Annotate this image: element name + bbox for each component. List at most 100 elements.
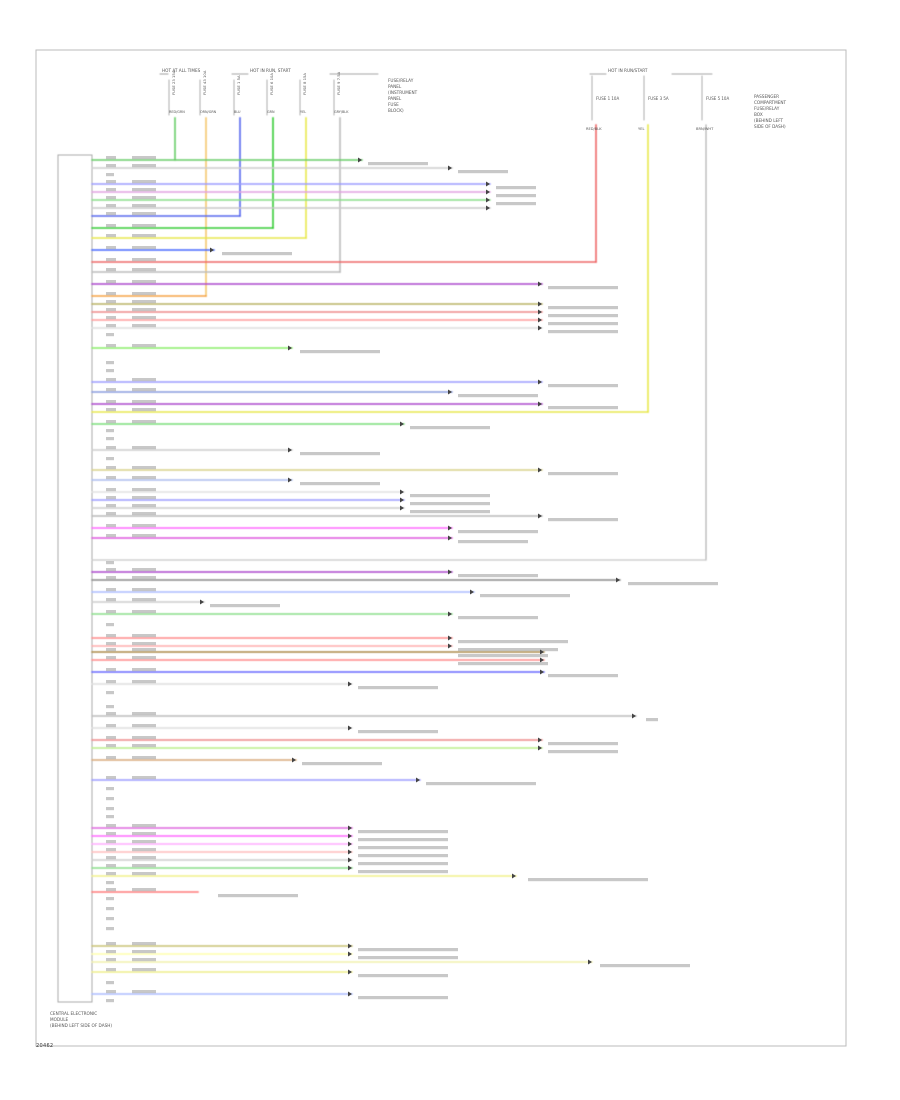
pdc-caption: BOX xyxy=(754,112,763,117)
pdc-caption: PASSENGER xyxy=(754,94,779,99)
pin-number xyxy=(106,180,116,184)
fuse-label: FUSE 8 15A xyxy=(302,73,307,95)
connector-arrow xyxy=(540,649,544,655)
pin-number xyxy=(106,308,116,312)
pin-wire-color xyxy=(132,246,156,250)
fuse-wire-color: YEL xyxy=(638,127,644,131)
system-reference xyxy=(222,252,292,256)
system-reference xyxy=(458,648,558,652)
pin-wire-color xyxy=(132,888,156,892)
system-reference xyxy=(458,394,538,398)
pin-wire-color xyxy=(132,234,156,238)
pin-number xyxy=(106,504,116,508)
pin-number xyxy=(106,408,116,412)
system-reference xyxy=(410,426,490,430)
system-reference xyxy=(358,948,458,952)
system-reference xyxy=(358,974,448,978)
pin-wire-color xyxy=(132,958,156,962)
header-hot-in-run-start-right: HOT IN RUN/START xyxy=(608,68,648,73)
pdc-caption: SIDE OF DASH) xyxy=(754,124,786,129)
fuse-label-right: FUSE 1 10A xyxy=(596,96,619,101)
fuse-wire-color: BRN/WHT xyxy=(696,127,714,131)
system-reference xyxy=(480,594,570,598)
pin-wire-color xyxy=(132,188,156,192)
connector-arrow xyxy=(486,189,490,195)
pin-number xyxy=(106,496,116,500)
pin-wire-color xyxy=(132,496,156,500)
empty-pin xyxy=(106,691,114,695)
system-reference xyxy=(496,202,536,206)
system-reference xyxy=(458,640,568,644)
pin-wire-color xyxy=(132,576,156,580)
fuse-label: FUSE 9 7.5A xyxy=(336,71,341,95)
connector-arrow xyxy=(448,611,452,617)
connector-arrow xyxy=(540,657,544,663)
pin-wire-color xyxy=(132,656,156,660)
pin-number xyxy=(106,400,116,404)
fuse-label: FUSE 23 15A xyxy=(171,70,176,95)
empty-pin xyxy=(106,369,114,373)
system-reference xyxy=(528,878,648,882)
system-reference xyxy=(458,654,548,658)
system-reference xyxy=(358,730,438,734)
fuse-block-caption: PANEL xyxy=(388,84,402,89)
empty-pin xyxy=(106,907,114,911)
connector-arrow xyxy=(348,857,352,863)
pin-number xyxy=(106,524,116,528)
pdc-caption: FUSE/RELAY xyxy=(754,106,780,111)
pin-wire-color xyxy=(132,512,156,516)
system-reference xyxy=(548,674,618,678)
pin-wire-color xyxy=(132,872,156,876)
system-reference xyxy=(646,718,658,722)
module-caption: MODULE xyxy=(50,1017,69,1022)
system-reference xyxy=(548,330,618,334)
connector-arrow xyxy=(538,401,542,407)
connector-arrow xyxy=(538,737,542,743)
pin-number xyxy=(106,942,116,946)
fuse-wire-color: GRY/BLK xyxy=(334,110,349,114)
empty-pin xyxy=(106,981,114,985)
pin-number xyxy=(106,344,116,348)
pin-number xyxy=(106,512,116,516)
empty-pin xyxy=(106,705,114,709)
system-reference xyxy=(210,604,280,608)
pin-wire-color xyxy=(132,856,156,860)
header-hot-at-all-times: HOT AT ALL TIMES xyxy=(162,68,201,73)
connector-arrow xyxy=(486,197,490,203)
empty-pin xyxy=(106,797,114,801)
system-reference xyxy=(548,306,618,310)
pin-wire-color xyxy=(132,488,156,492)
connector-arrow xyxy=(348,841,352,847)
connector-arrow xyxy=(540,669,544,675)
system-reference xyxy=(218,894,298,898)
system-reference xyxy=(358,830,448,834)
system-reference xyxy=(458,530,538,534)
pin-wire-color xyxy=(132,156,156,160)
connector-arrow xyxy=(448,635,452,641)
system-reference xyxy=(358,838,448,842)
fuse-block-caption: FUSE xyxy=(388,102,399,107)
pin-wire-color xyxy=(132,942,156,946)
pin-wire-color xyxy=(132,388,156,392)
connector-arrow xyxy=(486,205,490,211)
fuse-label-right: FUSE 5 10A xyxy=(706,96,729,101)
connector-arrow xyxy=(348,969,352,975)
system-reference xyxy=(496,186,536,190)
pin-number xyxy=(106,968,116,972)
connector-arrow xyxy=(448,389,452,395)
connector-arrow xyxy=(448,643,452,649)
empty-pin xyxy=(106,927,114,931)
connector-arrow xyxy=(538,325,542,331)
pin-number xyxy=(106,736,116,740)
pin-number xyxy=(106,476,116,480)
pin-number xyxy=(106,712,116,716)
pin-wire-color xyxy=(132,400,156,404)
fuse-wire-color: RED/GRN xyxy=(169,110,185,114)
system-reference xyxy=(548,314,618,318)
pin-number xyxy=(106,268,116,272)
connector-arrow xyxy=(210,247,214,253)
pin-number xyxy=(106,300,116,304)
pin-wire-color xyxy=(132,634,156,638)
connector-arrow xyxy=(416,777,420,783)
empty-pin xyxy=(106,437,114,441)
